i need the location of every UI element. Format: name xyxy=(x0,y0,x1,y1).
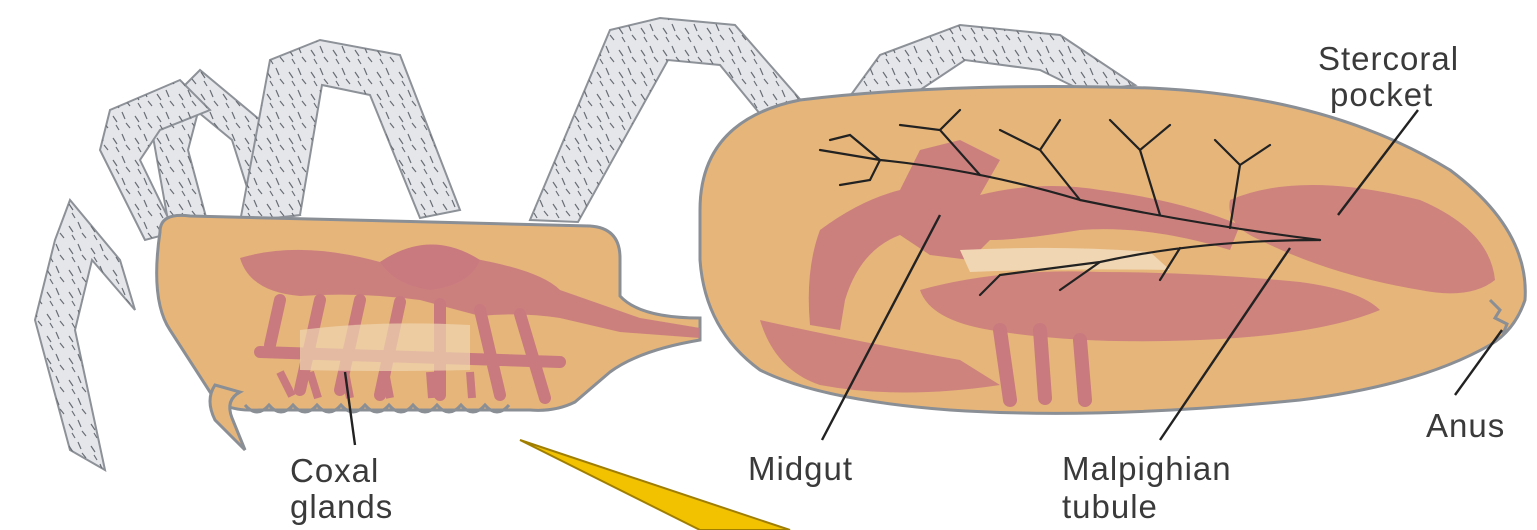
label-stercoral-pocket-line1: Stercoral xyxy=(1318,40,1459,78)
label-midgut: Midgut xyxy=(748,450,853,488)
label-stercoral-pocket-line2: pocket xyxy=(1330,76,1433,114)
cephalothorax xyxy=(157,215,700,450)
abdomen xyxy=(700,87,1525,414)
label-malpighian-tubule-line1: Malpighian xyxy=(1062,450,1232,488)
label-malpighian-tubule-line2: tubule xyxy=(1062,488,1158,526)
label-coxal-glands-line2: glands xyxy=(290,488,393,526)
label-anus: Anus xyxy=(1426,407,1505,445)
label-coxal-glands-line1: Coxal xyxy=(290,452,379,490)
